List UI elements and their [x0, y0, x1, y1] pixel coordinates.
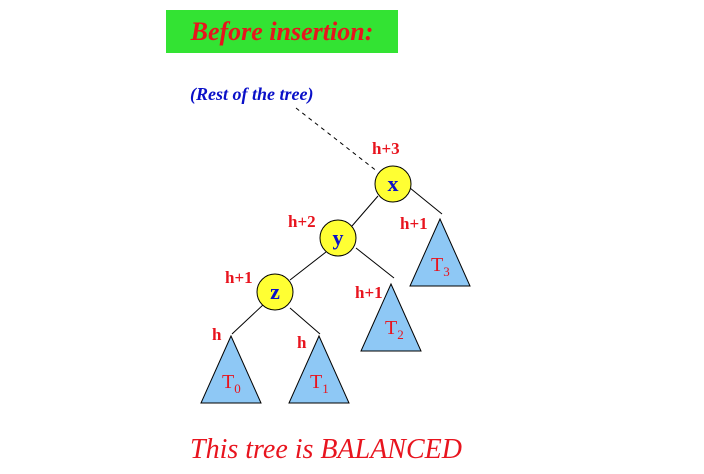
- subtree-t3-subscript: 3: [443, 264, 450, 279]
- subtree-t2: [360, 282, 422, 352]
- title-box: Before insertion:: [166, 10, 398, 53]
- subtree-t2-subscript: 2: [397, 327, 404, 342]
- subtree-t1-subscript: 1: [322, 381, 329, 396]
- subtree-t2-letter: T: [385, 317, 397, 339]
- subtree-t1-label: T1: [310, 371, 329, 396]
- node-y-label: y: [333, 225, 344, 250]
- height-label-t3: h+1: [400, 214, 428, 233]
- subtree-t0-subscript: 0: [234, 381, 241, 396]
- subtree-t2-label: T2: [385, 317, 404, 342]
- subtree-t0-label: T0: [222, 371, 241, 396]
- rest-of-tree-label: (Rest of the tree): [190, 84, 314, 104]
- edge-y-to-t2: [355, 247, 395, 279]
- node-z: [256, 273, 294, 311]
- height-label-t1: h: [297, 333, 307, 352]
- node-y: [319, 219, 357, 257]
- subtree-t3-letter: T: [431, 254, 443, 276]
- caption: This tree is BALANCED: [190, 434, 462, 465]
- subtree-t1-letter: T: [310, 371, 322, 393]
- subtree-t1: [288, 334, 350, 404]
- edge-y-to-z: [289, 251, 327, 281]
- height-label-y: h+2: [288, 212, 316, 231]
- height-label-z: h+1: [225, 268, 253, 287]
- title: Before insertion:: [190, 16, 374, 46]
- node-z-label: z: [270, 279, 280, 304]
- height-label-x: h+3: [372, 139, 400, 158]
- subtree-t0-letter: T: [222, 371, 234, 393]
- node-x-label: x: [388, 171, 399, 196]
- edge-x-to-y: [351, 195, 379, 227]
- height-label-t0: h: [212, 325, 222, 344]
- subtree-t0: [200, 334, 262, 404]
- edge-z-to-t0: [231, 303, 265, 335]
- node-x: [374, 165, 412, 203]
- subtree-t3-label: T3: [431, 254, 450, 279]
- edge-z-to-t1: [289, 307, 321, 335]
- subtree-t3: [409, 217, 471, 287]
- edge-x-to-t3: [409, 187, 443, 215]
- edge-rest-to-x: [295, 107, 379, 173]
- height-label-t2: h+1: [355, 283, 383, 302]
